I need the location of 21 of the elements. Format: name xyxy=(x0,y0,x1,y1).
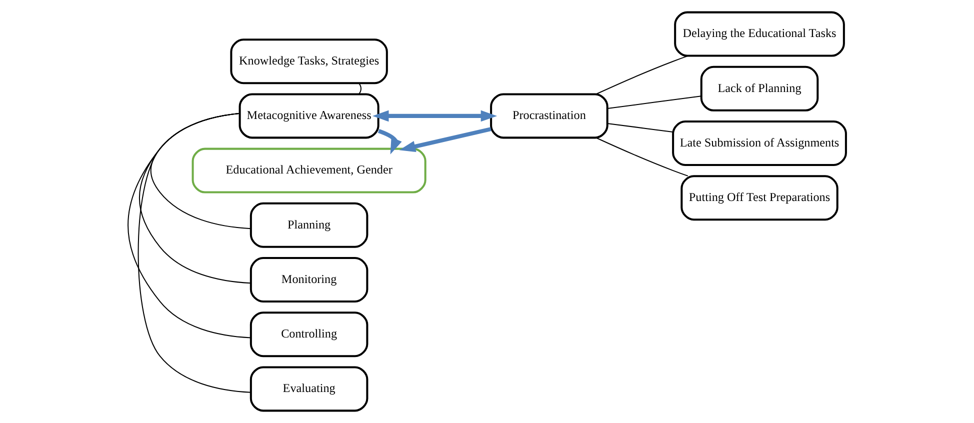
node-box: Controlling xyxy=(250,312,368,358)
connector xyxy=(138,112,251,393)
node-box: Knowledge Tasks, Strategies xyxy=(230,38,388,84)
connector xyxy=(358,82,362,94)
node-box: Planning xyxy=(250,202,368,248)
connector xyxy=(596,55,688,95)
connector xyxy=(596,137,688,176)
arrow xyxy=(378,129,402,154)
node-box: Delaying the Educational Tasks xyxy=(674,11,845,57)
connector xyxy=(607,96,702,109)
node-box: Metacognitive Awareness xyxy=(238,93,380,139)
node-box: Evaluating xyxy=(250,366,368,412)
node-box: Procrastination xyxy=(490,93,608,139)
connector xyxy=(607,122,673,133)
node-box: Putting Off Test Preparations xyxy=(680,175,838,221)
node-box: Lack of Planning xyxy=(700,66,819,112)
node-box: Educational Achievement, Gender xyxy=(192,148,426,194)
arrow xyxy=(399,127,492,152)
arrow xyxy=(372,110,498,122)
node-box: Late Submission of Assignments xyxy=(672,120,847,166)
node-box: Monitoring xyxy=(250,257,368,302)
